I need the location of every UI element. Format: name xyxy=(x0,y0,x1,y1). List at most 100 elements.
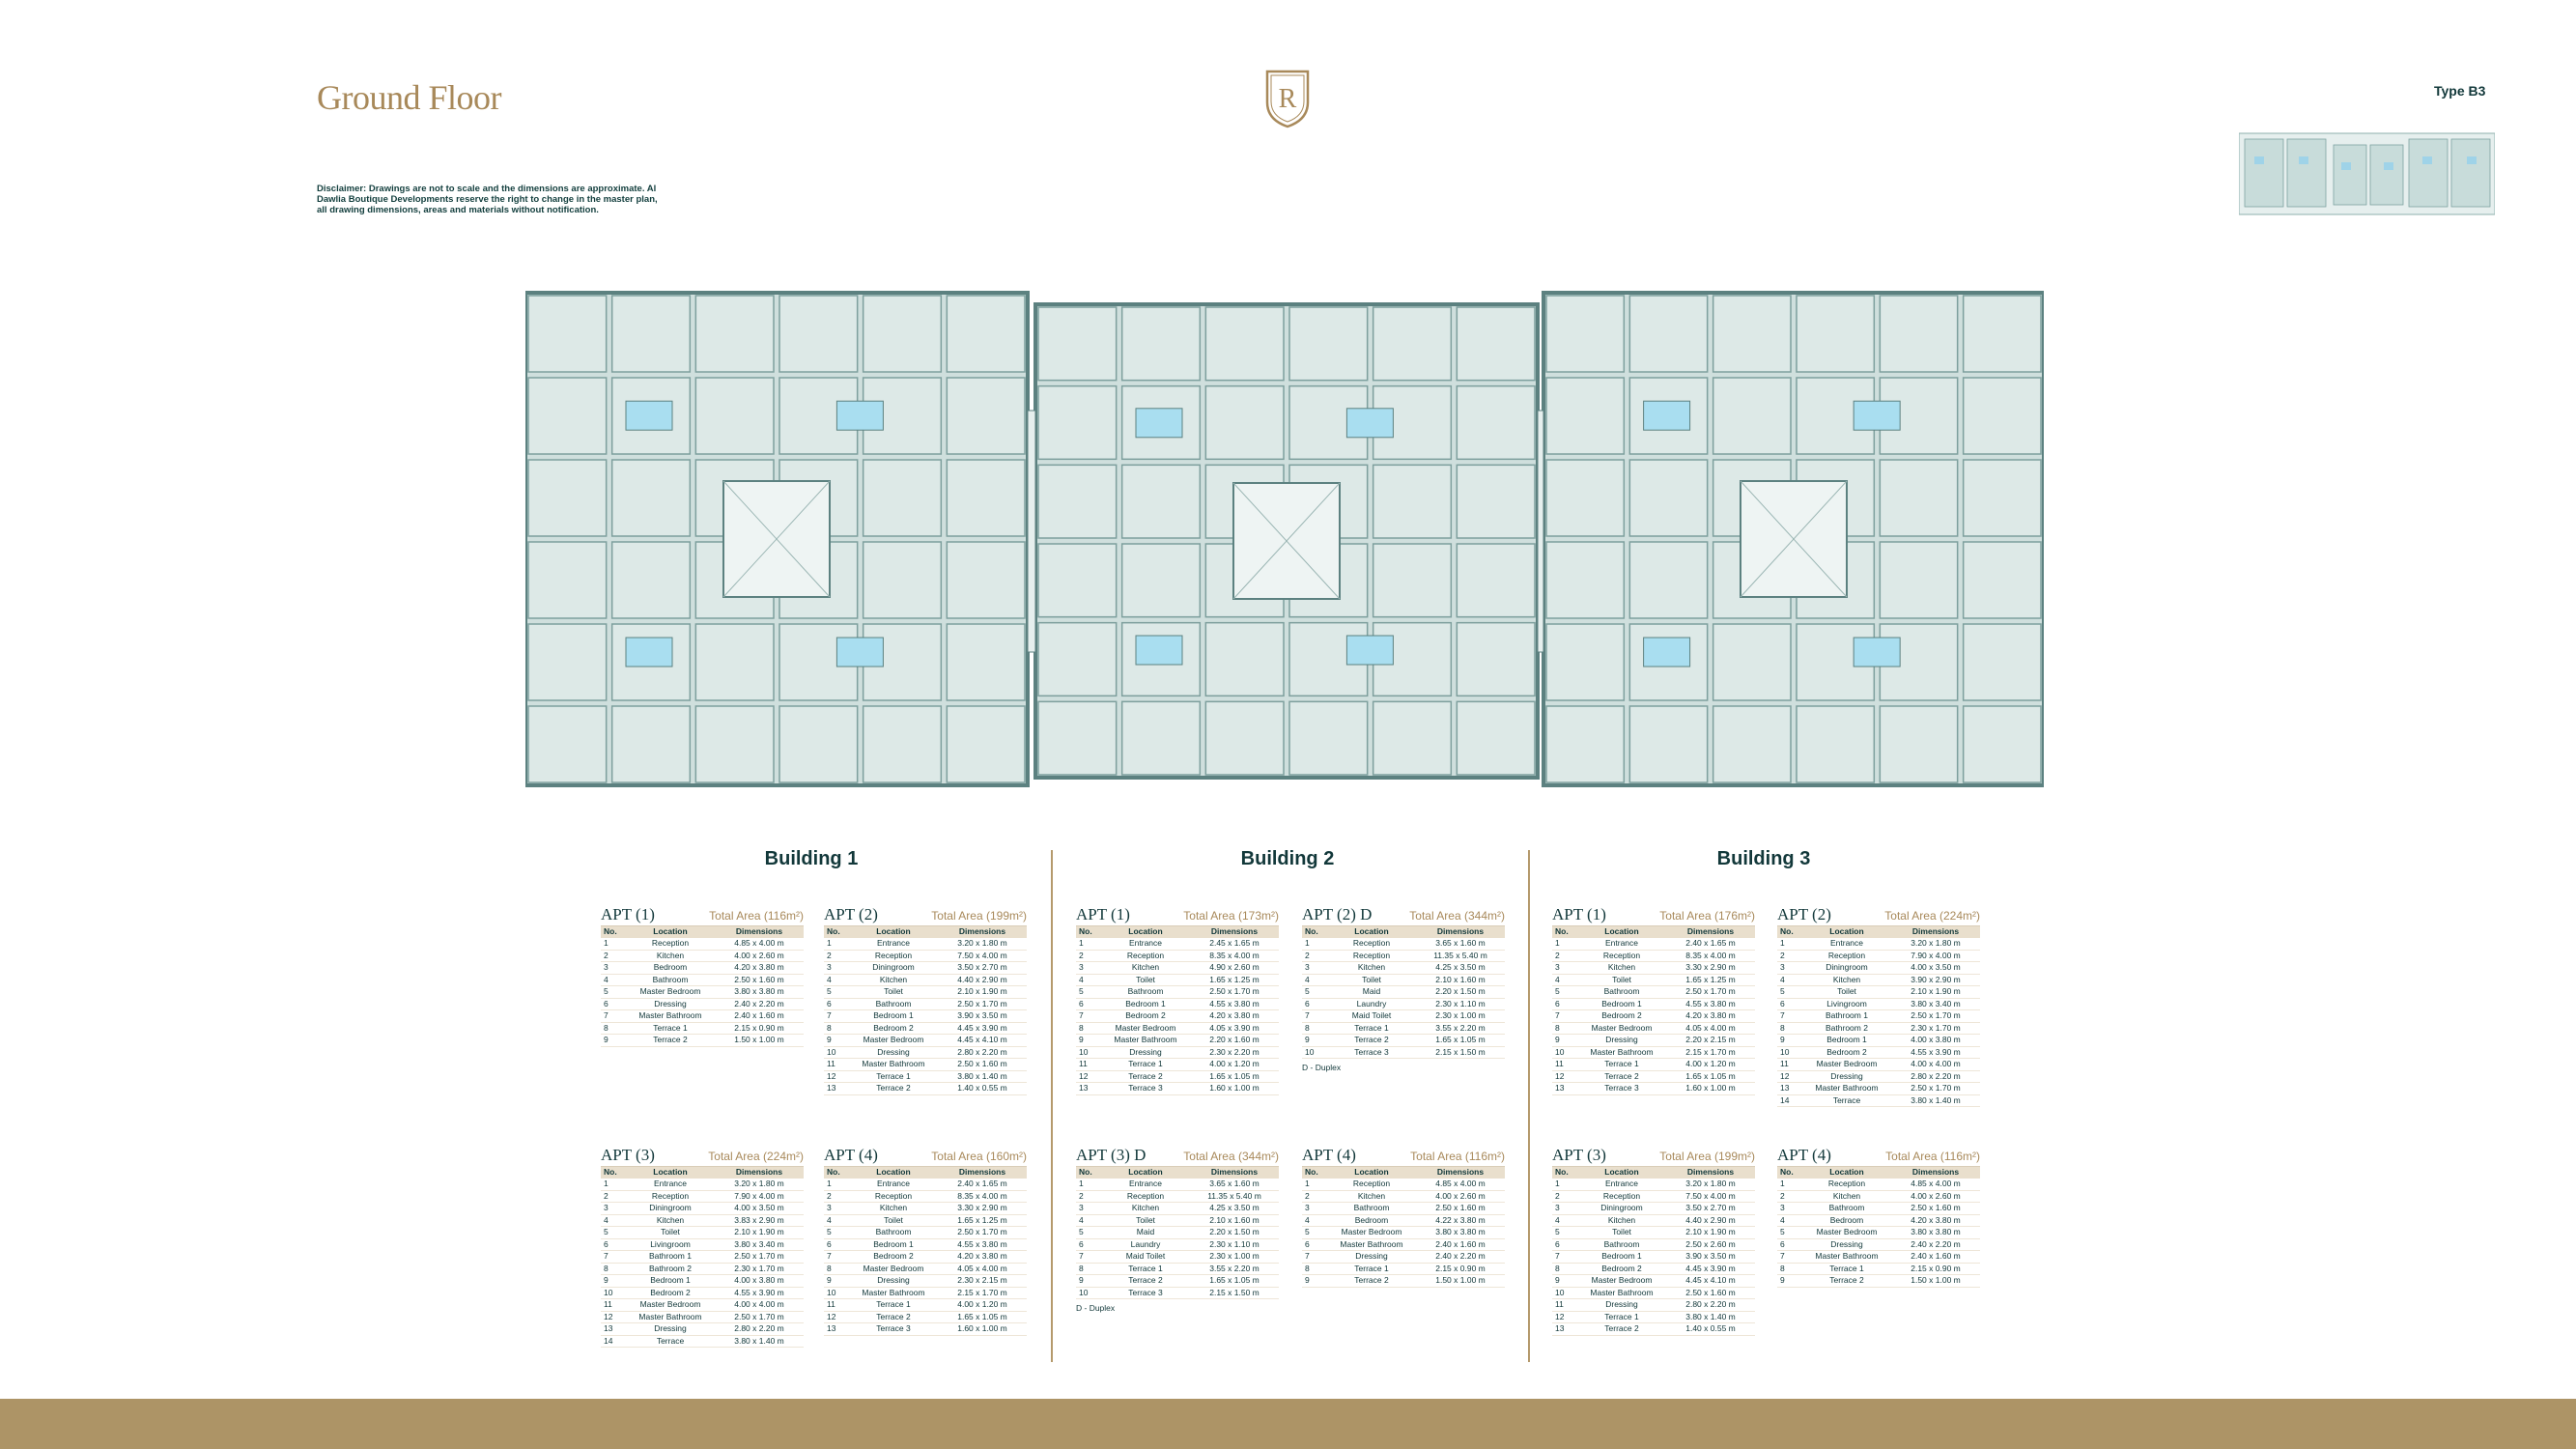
room-number: 1 xyxy=(1076,1179,1101,1191)
room-number: 13 xyxy=(1552,1082,1577,1095)
room-dimensions: 3.80 x 1.40 m xyxy=(1666,1311,1755,1323)
room-dimensions: 4.20 x 3.80 m xyxy=(1891,1214,1980,1227)
room-location: Terrace 3 xyxy=(1327,1046,1416,1059)
room-number: 10 xyxy=(601,1287,626,1299)
column-header-no: No. xyxy=(1552,1167,1577,1179)
room-dimensions: 2.50 x 1.60 m xyxy=(1666,1287,1755,1299)
room-number: 1 xyxy=(1777,1179,1802,1191)
room-dimensions: 4.20 x 3.80 m xyxy=(938,1250,1027,1264)
apartment-total-area: Total Area (224m²) xyxy=(1884,909,1980,923)
apartment-name: APT (3) xyxy=(601,1146,655,1164)
room-outline xyxy=(1545,377,1626,455)
room-dimensions: 7.90 x 4.00 m xyxy=(1891,950,1980,962)
room-number: 4 xyxy=(601,1214,626,1227)
room-location: Bathroom xyxy=(1327,1202,1416,1215)
room-location: Dressing xyxy=(626,998,715,1010)
room-outline xyxy=(1879,295,1959,373)
apartment-name: APT (4) xyxy=(1777,1146,1831,1164)
apartment-total-area: Total Area (199m²) xyxy=(931,909,1027,923)
room-number: 8 xyxy=(601,1263,626,1275)
room-dimensions: 2.50 x 1.70 m xyxy=(715,1311,804,1323)
room-outline xyxy=(1962,705,2042,783)
room-location: Bathroom xyxy=(1577,985,1666,999)
room-number: 12 xyxy=(824,1311,849,1323)
room-number: 11 xyxy=(824,1298,849,1312)
column-header-location: Location xyxy=(626,1167,715,1179)
column-header-no: No. xyxy=(1302,1167,1327,1179)
room-dimensions: 1.60 x 1.00 m xyxy=(1666,1082,1755,1095)
room-outline xyxy=(1204,306,1285,382)
room-number: 7 xyxy=(601,1009,626,1023)
building-3-title: Building 3 xyxy=(1716,848,1811,869)
room-outline xyxy=(1456,543,1536,618)
room-dimensions: 2.30 x 1.10 m xyxy=(1190,1238,1279,1251)
room-dimensions: 2.50 x 1.70 m xyxy=(1666,985,1755,999)
room-location: Bedroom 1 xyxy=(1802,1034,1891,1047)
room-dimensions: 11.35 x 5.40 m xyxy=(1190,1190,1279,1203)
room-dimensions: 4.00 x 1.20 m xyxy=(1190,1058,1279,1071)
room-dimensions: 3.80 x 3.40 m xyxy=(715,1238,804,1251)
room-dimensions: 3.80 x 3.40 m xyxy=(1891,998,1980,1010)
room-dimensions: 4.00 x 2.60 m xyxy=(715,950,804,962)
room-location: Master Bathroom xyxy=(1327,1238,1416,1251)
room-location: Bedroom xyxy=(1802,1214,1891,1227)
room-location: Bedroom xyxy=(1327,1214,1416,1227)
apartment-name: APT (2) xyxy=(824,905,878,923)
room-dimensions: 1.50 x 1.00 m xyxy=(1891,1274,1980,1288)
room-dimensions: 3.65 x 1.60 m xyxy=(1416,938,1505,951)
room-dimensions: 2.15 x 0.90 m xyxy=(1891,1263,1980,1275)
room-number: 3 xyxy=(601,1202,626,1215)
key-plan-thumbnail xyxy=(2239,132,2495,215)
room-number: 5 xyxy=(601,985,626,999)
room-location: Master Bedroom xyxy=(1327,1226,1416,1239)
room-number: 2 xyxy=(824,1190,849,1203)
room-dimensions: 8.35 x 4.00 m xyxy=(1190,950,1279,962)
room-dimensions: 1.60 x 1.00 m xyxy=(938,1322,1027,1336)
room-location: Toilet xyxy=(1101,974,1190,986)
room-dimensions: 1.65 x 1.05 m xyxy=(1190,1274,1279,1288)
room-number: 6 xyxy=(1076,1238,1101,1251)
room-outline xyxy=(610,295,692,373)
apartment-name: APT (1) xyxy=(1076,905,1130,923)
stair-line xyxy=(1740,480,1848,598)
room-dimensions: 2.10 x 1.90 m xyxy=(715,1226,804,1239)
room-location: Livingroom xyxy=(1802,998,1891,1010)
room-location: Master Bedroom xyxy=(849,1034,938,1047)
column-header-dimensions: Dimensions xyxy=(715,926,804,938)
room-number: 3 xyxy=(1777,961,1802,975)
room-number: 5 xyxy=(1076,985,1101,999)
column-header-location: Location xyxy=(849,1167,938,1179)
room-number: 5 xyxy=(824,1226,849,1239)
room-dimensions: 3.80 x 3.80 m xyxy=(1416,1226,1505,1239)
room-outline xyxy=(694,623,775,701)
room-outline xyxy=(1204,700,1285,776)
room-number: 4 xyxy=(1302,974,1327,986)
room-location: Terrace 1 xyxy=(626,1022,715,1035)
room-number: 7 xyxy=(1552,1009,1577,1023)
room-dimensions: 2.15 x 1.50 m xyxy=(1190,1287,1279,1299)
room-location: Terrace 3 xyxy=(1101,1287,1190,1299)
